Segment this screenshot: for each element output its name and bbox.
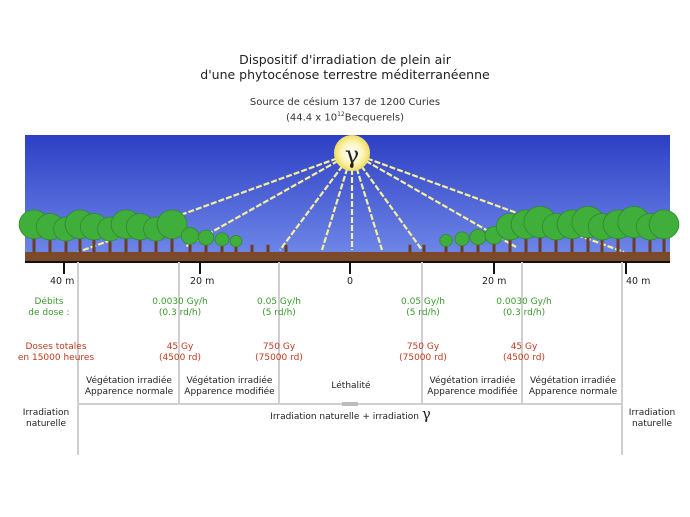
total-dose-outer-right-line-2: (4500 rd) — [502, 353, 546, 363]
tree-icon — [266, 244, 270, 252]
bottom-right-natural: Irradiation naturelle — [622, 408, 682, 430]
bottom-left-line-2: naturelle — [25, 419, 67, 429]
tree-icon — [214, 232, 230, 252]
zone-outer-left: Végétation irradiée Apparence normale — [79, 376, 179, 398]
tree-icon — [197, 229, 215, 252]
cesium-source-icon — [334, 135, 370, 171]
zone-inner-left-line-2: Apparence modifiée — [184, 387, 275, 397]
zone-outer-right-line-2: Apparence normale — [528, 387, 618, 397]
total-dose-inner-right-line-1: 750 Gy — [406, 342, 440, 352]
bottom-gamma-symbol: γ — [421, 405, 431, 423]
distance-ticks — [63, 262, 627, 274]
tree-icon — [229, 234, 243, 252]
vegetation — [18, 206, 680, 252]
source-description: Source de césium 137 de 1200 Curies (44.… — [0, 97, 690, 124]
dose-rate-outer-right-line-1: 0.0030 Gy/h — [496, 297, 552, 307]
source-exponent: 12 — [337, 111, 345, 118]
dose-rate-inner-left: 0.05 Gy/h (5 rd/h) — [234, 297, 324, 319]
zone-outer-left-line-2: Apparence normale — [84, 387, 174, 397]
zone-outer-left-line-1: Végétation irradiée — [86, 376, 172, 386]
source-suffix: Becquerels) — [344, 112, 405, 124]
zone-outer-right-line-1: Végétation irradiée — [530, 376, 616, 386]
total-dose-outer-right-line-1: 45 Gy — [510, 342, 538, 352]
tree-icon — [156, 209, 188, 252]
tree-icon — [454, 231, 470, 252]
zone-inner-right-line-1: Végétation irradiée — [429, 376, 516, 386]
bottom-right-line-2: naturelle — [631, 419, 673, 429]
zone-inner-right-line-2: Apparence modifiée — [427, 387, 518, 397]
dose-rate-label-line-2: de dose : — [28, 308, 70, 318]
distance-center: 0 — [347, 276, 354, 287]
total-dose-inner-left-line-2: (75000 rd) — [255, 353, 303, 363]
total-dose-label: Doses totales en 15000 heures — [14, 342, 98, 364]
dose-rate-outer-right-line-2: (0.3 rd/h) — [502, 308, 546, 318]
bottom-center-text: Irradiation naturelle + irradiation — [270, 412, 419, 422]
total-dose-inner-right: 750 Gy (75000 rd) — [378, 342, 468, 364]
zone-inner-left: Végétation irradiée Apparence modifiée — [180, 376, 279, 398]
distance-left-40: 40 m — [50, 276, 75, 287]
total-dose-inner-left-line-1: 750 Gy — [262, 342, 296, 352]
source-gamma-symbol: γ — [345, 141, 359, 169]
title-line-1: Dispositif d'irradiation de plein air — [239, 52, 451, 67]
title-line-2: d'une phytocénose terrestre méditerranée… — [200, 67, 490, 82]
zone-outer-right: Végétation irradiée Apparence normale — [523, 376, 623, 398]
total-dose-outer-left-line-2: (4500 rd) — [158, 353, 202, 363]
source-prefix: (44.4 x 10 — [285, 112, 338, 124]
dose-rate-outer-right: 0.0030 Gy/h (0.3 rd/h) — [474, 297, 574, 319]
zone-inner-left-line-1: Végétation irradiée — [186, 376, 273, 386]
zone-inner-right: Végétation irradiée Apparence modifiée — [423, 376, 522, 398]
tree-icon — [439, 234, 453, 252]
total-dose-inner-left: 750 Gy (75000 rd) — [234, 342, 324, 364]
bottom-left-natural: Irradiation naturelle — [14, 408, 78, 430]
distance-right-40: 40 m — [626, 276, 651, 287]
dose-rate-inner-right-line-1: 0.05 Gy/h — [401, 297, 445, 307]
diagram-title: Dispositif d'irradiation de plein air d'… — [0, 52, 690, 82]
zone-dividers — [77, 262, 623, 455]
source-line-1: Source de césium 137 de 1200 Curies — [249, 97, 441, 108]
bottom-center-combined: Irradiation naturelle + irradiation γ — [79, 407, 622, 423]
total-dose-outer-left-line-1: 45 Gy — [166, 342, 194, 352]
dose-rate-inner-right-line-2: (5 rd/h) — [406, 308, 440, 318]
source-line-2: (44.4 x 1012Becquerels) — [0, 109, 690, 124]
bottom-left-line-1: Irradiation — [22, 408, 70, 418]
tree-icon — [250, 244, 254, 252]
distance-right-20: 20 m — [482, 276, 507, 287]
dose-rate-label-line-1: Débits — [34, 297, 64, 307]
dose-rate-label: Débits de dose : — [20, 297, 78, 319]
distance-left-20: 20 m — [190, 276, 215, 287]
bottom-right-line-1: Irradiation — [628, 408, 676, 418]
tree-icon — [648, 209, 680, 252]
radiation-beam-7 — [351, 152, 423, 251]
zone-center-lethality: Léthalité — [331, 381, 371, 391]
total-dose-label-line-1: Doses totales — [25, 342, 87, 352]
dose-rate-outer-left-line-2: (0.3 rd/h) — [158, 308, 202, 318]
radiation-beam-3 — [279, 152, 353, 251]
total-dose-outer-right: 45 Gy (4500 rd) — [474, 342, 574, 364]
center-marker — [342, 402, 358, 406]
dose-rate-inner-left-line-2: (5 rd/h) — [262, 308, 296, 318]
total-dose-outer-left: 45 Gy (4500 rd) — [130, 342, 230, 364]
tree-icon — [180, 227, 200, 252]
tree-icon — [284, 244, 288, 252]
dose-rate-outer-left: 0.0030 Gy/h (0.3 rd/h) — [130, 297, 230, 319]
total-dose-label-line-2: en 15000 heures — [17, 353, 95, 363]
tree-icon — [408, 244, 412, 252]
dose-rate-inner-left-line-1: 0.05 Gy/h — [257, 297, 301, 307]
dose-rate-outer-left-line-1: 0.0030 Gy/h — [152, 297, 208, 307]
tree-icon — [422, 244, 426, 252]
total-dose-inner-right-line-2: (75000 rd) — [399, 353, 447, 363]
dose-rate-inner-right: 0.05 Gy/h (5 rd/h) — [378, 297, 468, 319]
ground-strip — [25, 252, 670, 261]
